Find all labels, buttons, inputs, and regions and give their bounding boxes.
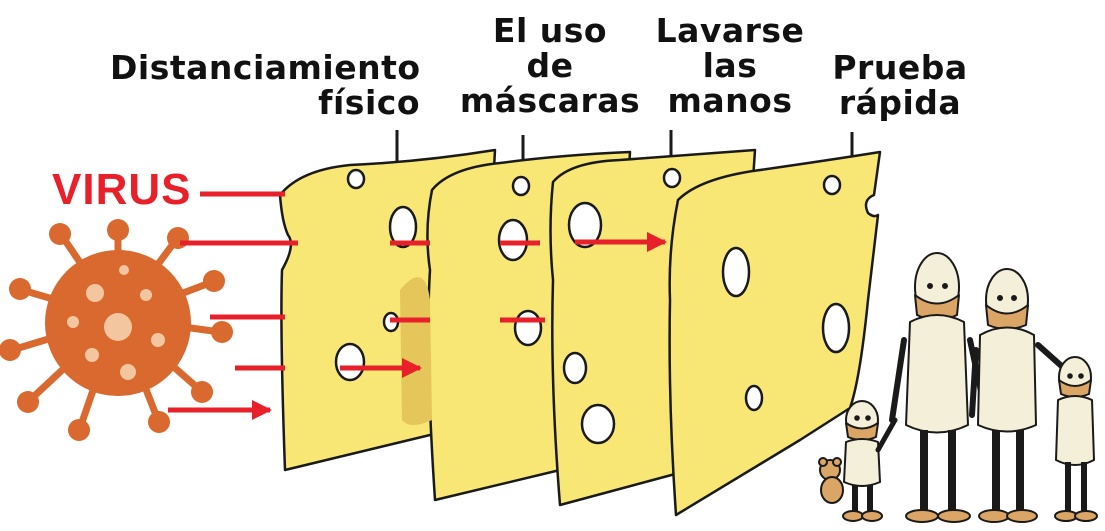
label-distanciamiento: Distanciamiento físico <box>110 48 421 122</box>
person-child-older <box>1054 356 1098 522</box>
virus-label: VIRUS <box>52 165 192 214</box>
label-prueba-rapida: Prueba rápida <box>832 48 968 122</box>
label-lavarse-manos: Lavarse las manos <box>655 11 805 120</box>
person-father <box>889 252 988 523</box>
virus-icon <box>0 219 233 441</box>
virus-arrows <box>168 191 667 420</box>
teddy-bear-icon <box>818 457 844 504</box>
cheese-slice-4 <box>668 132 882 517</box>
person-mother <box>969 268 1069 523</box>
family-figures <box>818 252 1098 523</box>
person-child-small <box>842 400 898 522</box>
label-mascaras: El uso de máscaras <box>459 11 641 120</box>
